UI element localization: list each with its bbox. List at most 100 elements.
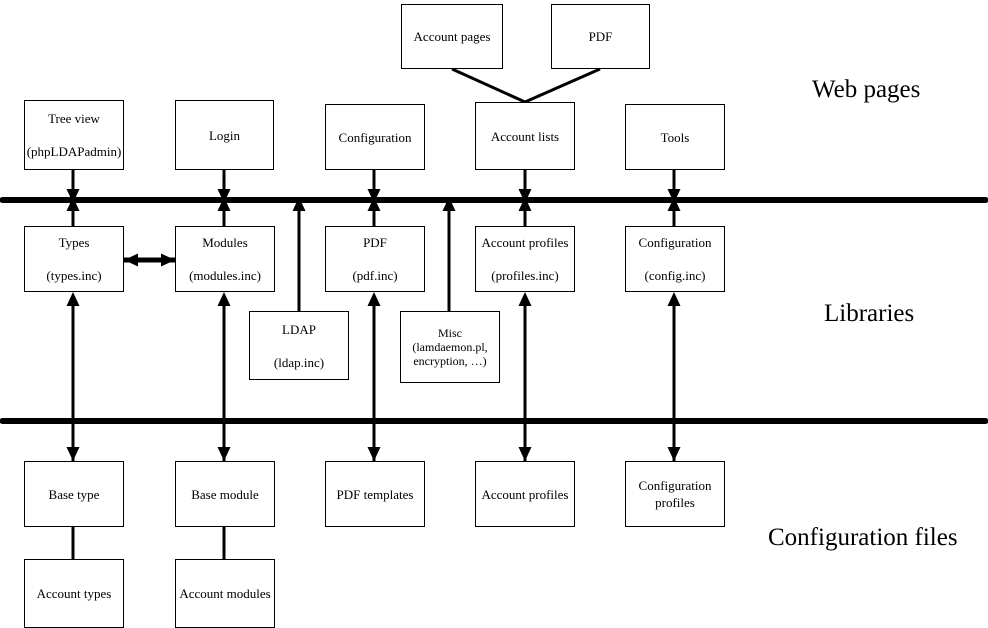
arrow-head-down <box>667 189 681 203</box>
connector-line <box>524 67 601 104</box>
arrow-head-up <box>667 292 681 306</box>
node-label-secondary: (pdf.inc) <box>352 268 398 283</box>
section-label-configuration-files: Configuration files <box>768 524 958 551</box>
web-pages-libraries-separator <box>0 197 988 203</box>
node-tools: Tools <box>625 104 725 170</box>
arrow-head-right <box>161 253 175 267</box>
arrow-head-left <box>124 253 138 267</box>
arrow-head-up <box>367 292 381 306</box>
node-account-profiles-lib: Account profiles (profiles.inc) <box>475 226 575 292</box>
node-account-modules: Account modules <box>175 559 275 628</box>
pdf-page-to-account-lists <box>524 67 601 104</box>
arrow-head-up <box>518 197 532 211</box>
node-label-primary: Account types <box>36 586 112 601</box>
arrow-head-up <box>217 197 231 211</box>
configuration-lib-up <box>667 197 681 226</box>
separator-left-cap <box>0 197 2 203</box>
node-account-lists: Account lists <box>475 102 575 170</box>
node-label-primary: Login <box>208 127 241 143</box>
node-base-module: Base module <box>175 461 275 527</box>
account-pages-to-account-lists <box>451 67 526 104</box>
modules-up <box>217 197 231 226</box>
node-account-types: Account types <box>24 559 124 628</box>
arrow-head-up <box>667 197 681 211</box>
node-label-primary: LDAP <box>282 321 316 337</box>
node-pdf-lib: PDF (pdf.inc) <box>325 226 425 292</box>
account-lists-down <box>518 170 532 203</box>
arrow-head-up <box>367 197 381 211</box>
node-label-primary: PDF templates <box>336 486 414 502</box>
pdf-lib-up <box>367 197 381 226</box>
node-label-primary: Account modules <box>179 586 271 601</box>
node-label-primary: Account pages <box>413 29 491 44</box>
node-base-type: Base type <box>24 461 124 527</box>
tree-view-down <box>66 170 80 203</box>
node-types-lib: Types(types.inc) <box>24 226 124 292</box>
node-label-primary: PDF <box>588 29 613 44</box>
types-up <box>66 197 80 226</box>
node-label-secondary: (lamdaemon.pl, <box>412 340 488 354</box>
node-pdf-templates: PDF templates <box>325 461 425 527</box>
node-ldap-lib: LDAP (ldap.inc) <box>249 311 349 380</box>
arrow-head-up <box>217 292 231 306</box>
separator-bar <box>2 197 986 203</box>
node-label-secondary: (ldap.inc) <box>273 354 325 370</box>
node-label-primary: Account lists <box>490 128 560 144</box>
bar-down-to-base-type <box>66 418 80 461</box>
arrow-head-up <box>292 197 306 211</box>
node-label-secondary: (types.inc) <box>46 268 102 283</box>
account-profiles-up <box>518 197 532 226</box>
node-configuration-page: Configuration <box>325 104 425 170</box>
node-pdf-page: PDF <box>551 4 650 69</box>
separator-bar <box>2 418 986 424</box>
node-label-primary: Account profiles <box>481 235 569 250</box>
node-misc-lib: Misc(lamdaemon.pl,encryption, …) <box>400 311 500 383</box>
separator-left-cap <box>0 418 2 424</box>
bar-down-to-configuration-profiles <box>667 418 681 461</box>
arrow-head-down <box>66 447 80 461</box>
arrow-head-down <box>66 189 80 203</box>
node-label-secondary: (profiles.inc) <box>491 268 559 283</box>
connector-line <box>451 67 526 104</box>
node-label-primary: PDF <box>363 235 387 250</box>
node-label-primary: Misc <box>438 326 462 340</box>
login-down <box>217 170 231 203</box>
node-label-primary: Modules <box>202 235 248 250</box>
node-label-primary: Configuration <box>338 129 412 145</box>
node-label-primary: Configuration <box>638 235 712 250</box>
libraries-config-separator <box>0 418 988 424</box>
section-label-libraries: Libraries <box>824 300 915 327</box>
arrow-head-down <box>367 189 381 203</box>
arrow-head-up <box>66 197 80 211</box>
node-label-primary: Base type <box>48 486 100 502</box>
arrow-head-down <box>518 447 532 461</box>
node-account-profiles-files: Account profiles <box>475 461 575 527</box>
arrow-head-down <box>367 447 381 461</box>
arrow-head-up <box>518 292 532 306</box>
arrow-head-down <box>667 447 681 461</box>
node-modules-lib: Modules (modules.inc) <box>175 226 275 292</box>
node-label-secondary: (phpLDAPadmin) <box>26 144 122 159</box>
node-label-primary: Tools <box>660 129 690 145</box>
tools-down <box>667 170 681 203</box>
arrow-head-up <box>66 292 80 306</box>
bar-down-to-account-profiles <box>518 418 532 461</box>
node-label-primary: Account profiles <box>481 486 569 502</box>
node-label-primary: Tree view <box>48 111 100 126</box>
section-label-web-pages: Web pages <box>812 76 921 103</box>
node-label-tertiary: encryption, …) <box>413 354 487 368</box>
node-label-primary: Base module <box>191 486 259 502</box>
node-label-secondary: (modules.inc) <box>189 268 261 283</box>
arrow-head-down <box>217 189 231 203</box>
arrow-head-up <box>442 197 456 211</box>
node-account-pages: Account pages <box>401 4 503 69</box>
types-modules-bidirectional <box>124 253 175 267</box>
node-login: Login <box>175 100 274 170</box>
arrow-head-down <box>217 447 231 461</box>
bar-down-to-pdf-templates <box>367 418 381 461</box>
node-tree-view: Tree view (phpLDAPadmin) <box>24 100 124 170</box>
configuration-page-down <box>367 170 381 203</box>
